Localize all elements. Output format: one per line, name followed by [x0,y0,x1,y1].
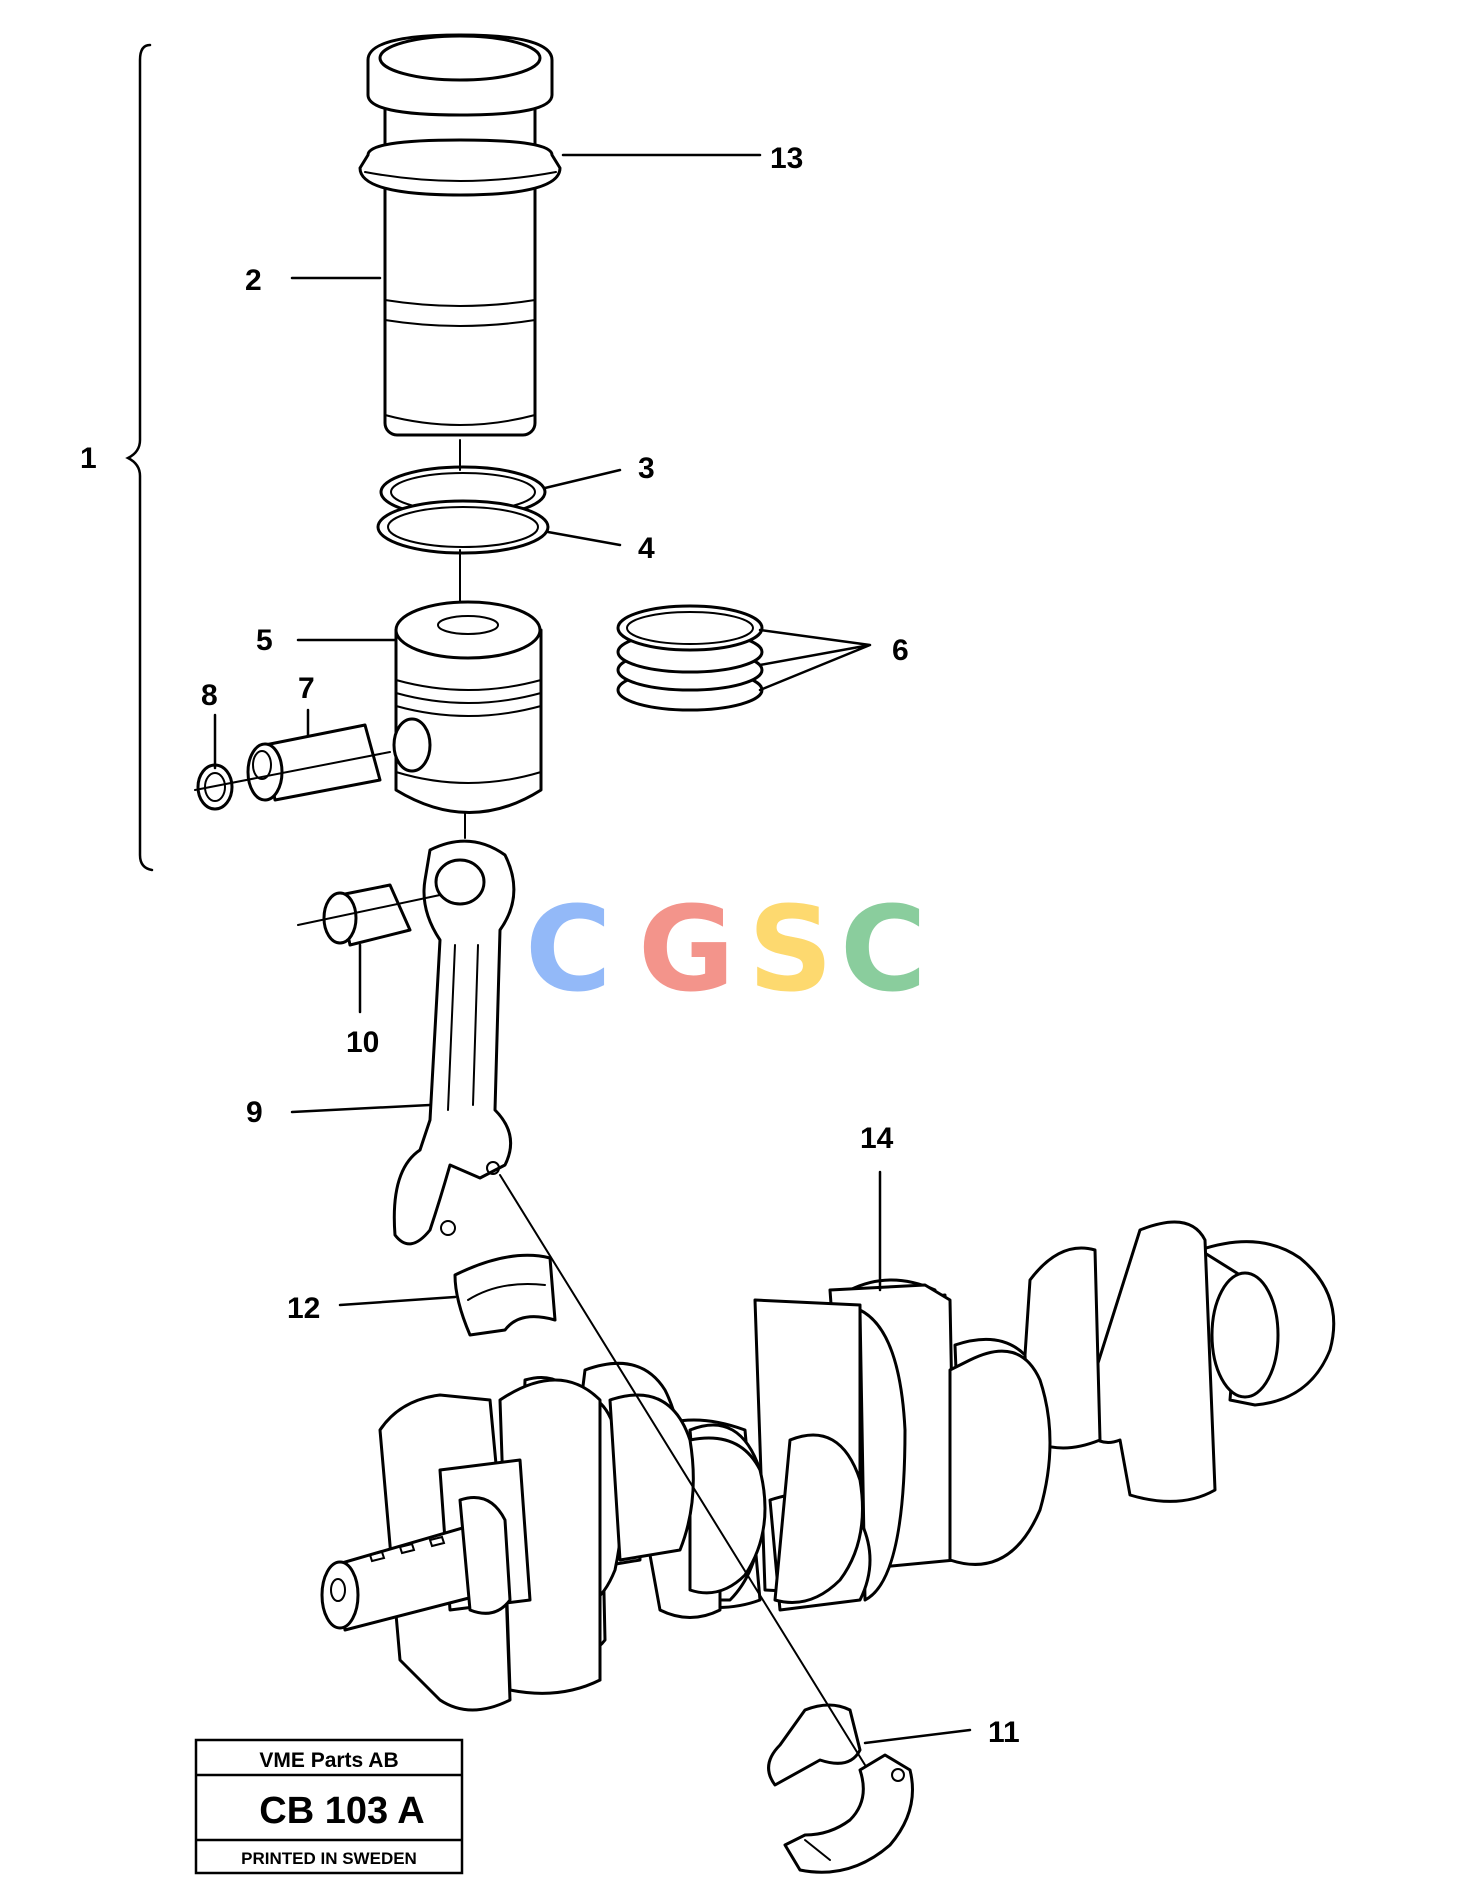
callout-5: 5 [256,624,273,657]
callout-13: 13 [770,142,803,175]
liner-seal-ring [358,138,562,197]
title-block-drawing-code: CB 103 A [259,1790,424,1832]
connecting-rod [392,839,516,1246]
callout-10: 10 [346,1026,379,1059]
crankshaft [320,1220,1336,1712]
callout-labels: 1 2 3 4 5 6 7 8 9 10 11 12 13 14 [80,142,1020,1749]
watermark-logo: C G S C [525,880,927,1018]
callout-7: 7 [298,672,315,705]
watermark-letter-1: C [525,880,612,1018]
title-block-company: VME Parts AB [259,1749,398,1772]
small-end-bushing [322,883,412,947]
callout-1: 1 [80,442,97,475]
cylinder-liner [366,33,554,437]
piston-pin [246,723,382,802]
callout-6: 6 [892,634,909,667]
title-block: VME Parts AB CB 103 A PRINTED IN SWEDEN [194,1738,464,1875]
big-end-bearing-upper [453,1253,557,1337]
leader-lines [213,153,972,1745]
assembly-bracket [125,43,154,872]
piston [392,600,543,814]
title-block-printed: PRINTED IN SWEDEN [241,1849,417,1868]
callout-14: 14 [860,1122,894,1155]
callout-8: 8 [201,679,218,712]
callout-4: 4 [638,532,655,565]
callout-9: 9 [246,1096,263,1129]
watermark-letter-2: G [638,880,735,1018]
watermark-letter-3: S [748,880,833,1018]
callout-12: 12 [287,1292,320,1325]
callout-3: 3 [638,452,655,485]
callout-2: 2 [245,264,262,297]
big-end-bearing-lower [767,1703,862,1787]
piston-ring-set [616,604,764,712]
piston-ring-lower [376,499,550,555]
connecting-rod-cap [783,1753,914,1874]
callout-11: 11 [988,1716,1020,1749]
watermark-letter-4: C [840,880,927,1018]
